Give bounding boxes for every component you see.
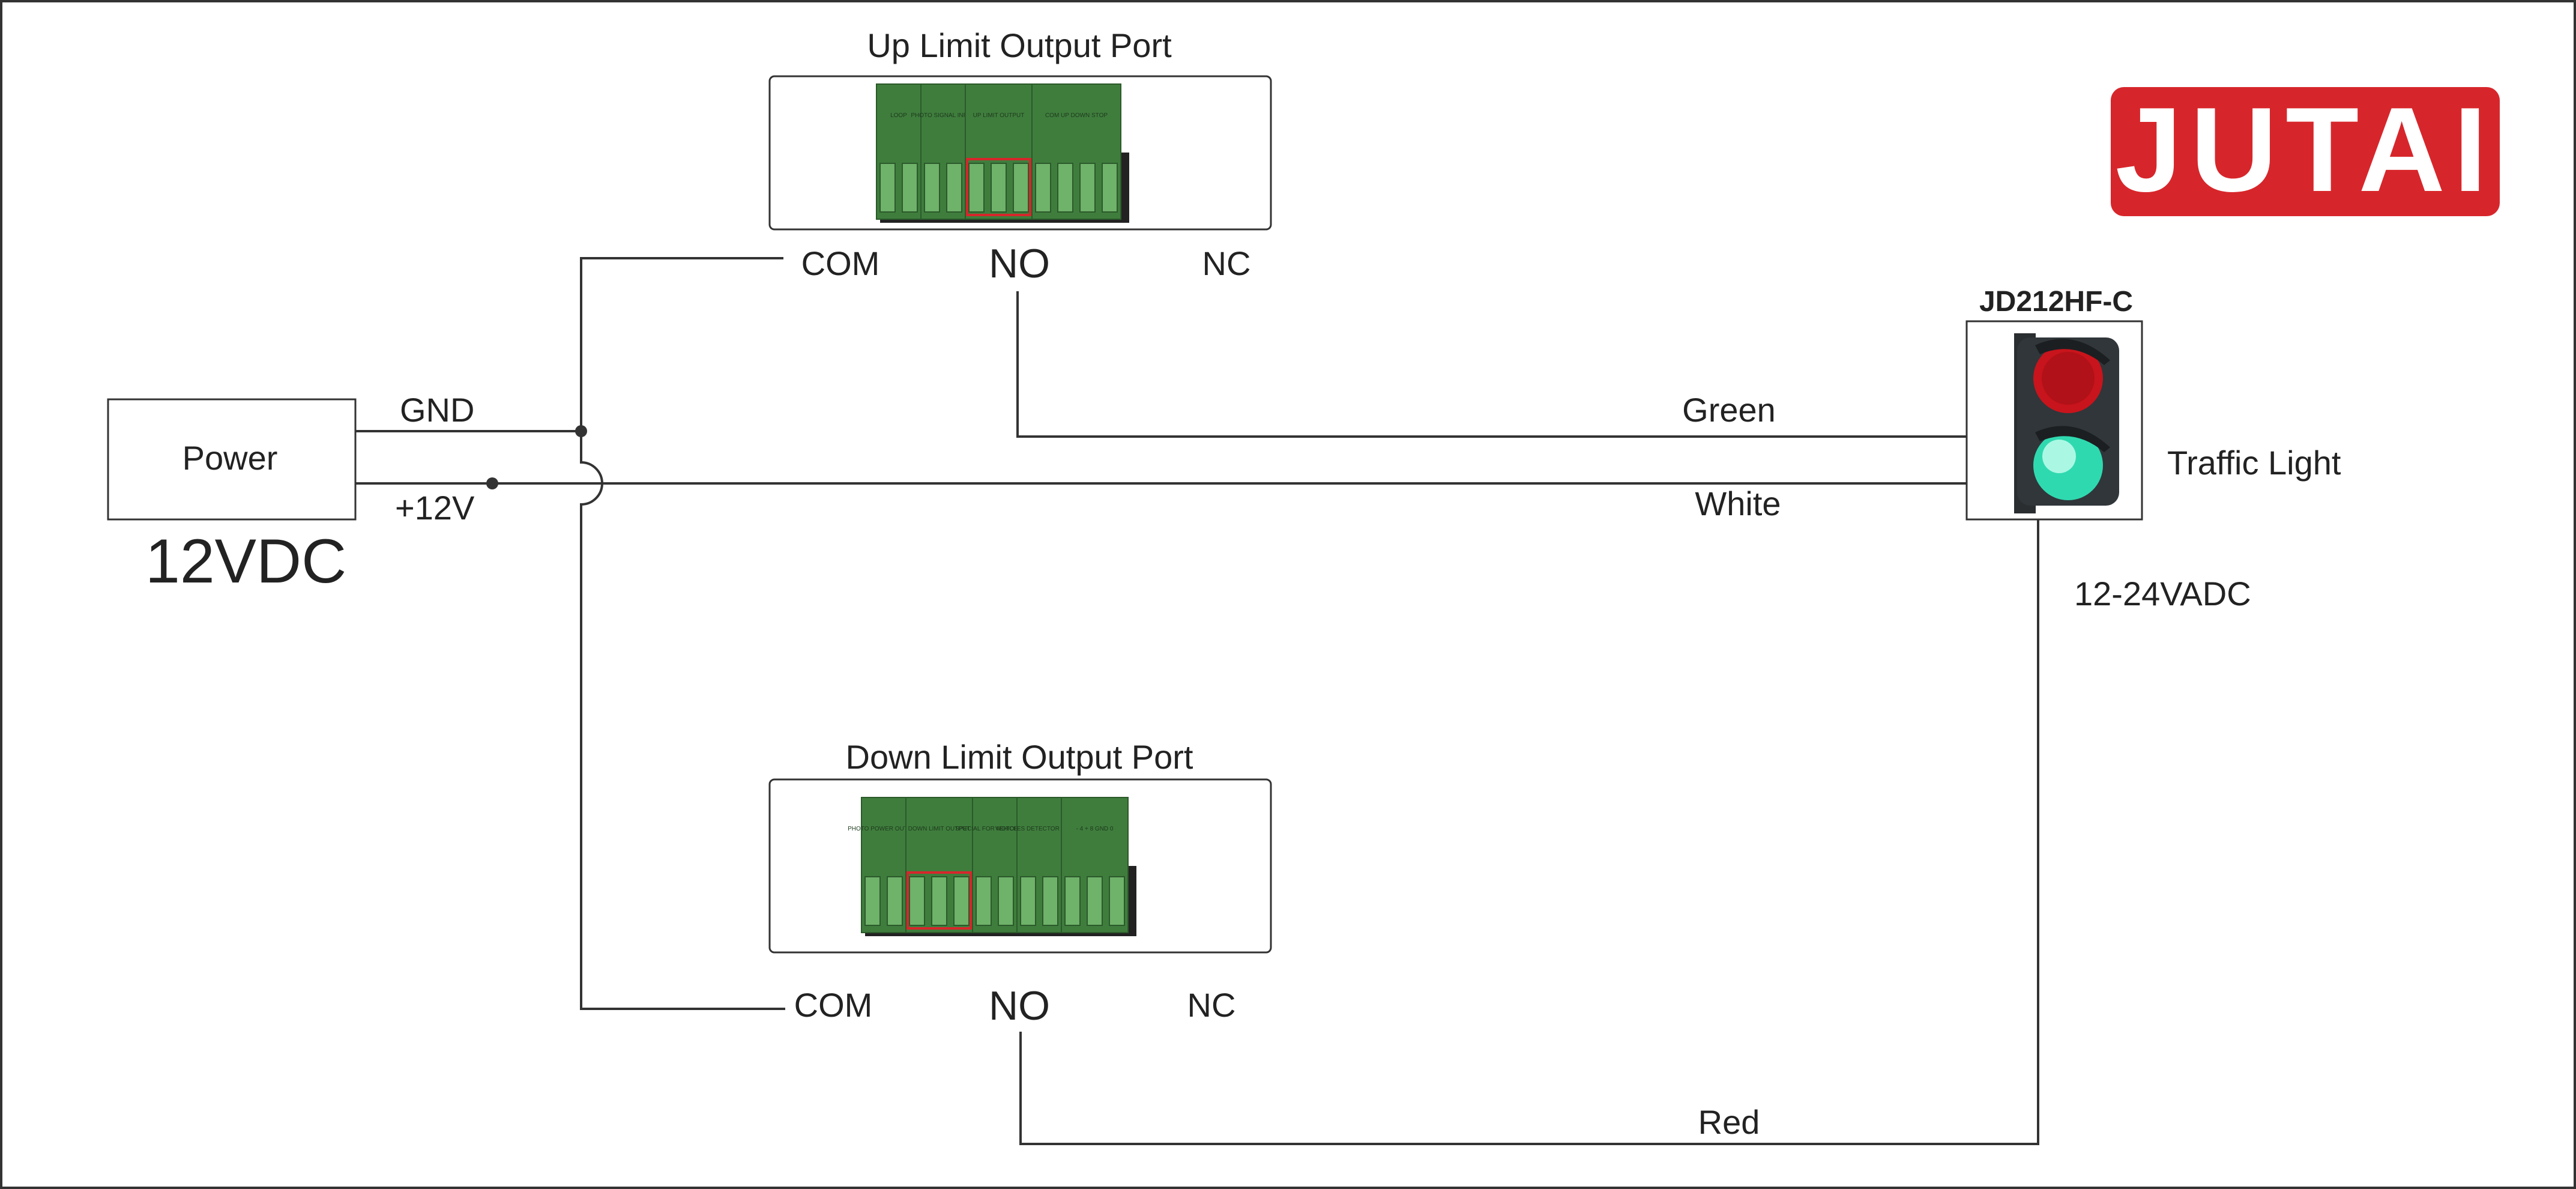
traffic-light-voltage: 12-24VADC <box>2074 575 2251 613</box>
gnd-to-down-com-wire <box>580 431 785 1010</box>
terminal-section-label: UP LIMIT OUTPUT <box>973 112 1025 119</box>
terminal-pin <box>1035 163 1051 213</box>
red-wire-label: Red <box>1698 1103 1760 1141</box>
down-no-label: NO <box>989 983 1050 1029</box>
terminal-pin <box>902 163 918 213</box>
terminal-pin <box>991 163 1007 213</box>
terminal-pin <box>1109 876 1125 926</box>
traffic-light-label: Traffic Light <box>2167 444 2341 482</box>
traffic-light-model: JD212HF-C <box>1979 286 2133 318</box>
terminal-pin <box>864 876 881 926</box>
green-lamp-visor <box>2035 426 2110 452</box>
terminal-section-label: COM UP DOWN STOP <box>1045 112 1108 119</box>
terminal-section-label: DOWN LIMIT OUTPUT <box>908 826 971 832</box>
terminal-pin <box>909 876 925 926</box>
green-lamp-glare <box>2042 440 2076 473</box>
power-box <box>107 398 357 521</box>
terminal-pin <box>953 876 970 926</box>
terminal-section-label: LOOP <box>890 112 907 119</box>
terminal-section-label: VEHICLES DETECTOR SIGNAL <box>995 826 1084 832</box>
terminal-section-label: PHOTO POWER OUTPUT <box>848 826 920 832</box>
terminal-pin <box>1013 163 1029 213</box>
plus-12v-label: +12V <box>395 489 475 527</box>
traffic-light: JD212HF-C Traffic Light 12-24VADC <box>1965 286 2341 613</box>
terminal-pin <box>1064 876 1081 926</box>
logo-background <box>2111 87 2500 216</box>
terminal-pin <box>1087 876 1103 926</box>
terminal-pin <box>1042 876 1058 926</box>
terminal-pin <box>887 876 903 926</box>
up-com-label: COM <box>801 244 880 282</box>
down-limit-port: Down Limit Output Port PHOTO POWER OUTPU… <box>768 738 1272 1029</box>
terminal-pin <box>946 163 962 213</box>
terminal-pin <box>1102 163 1118 213</box>
terminal-section-label: SPECIAL FOR MOTORFACE <box>955 826 1034 832</box>
green-wire-label: Green <box>1682 391 1776 429</box>
red-lamp-inner <box>2042 352 2095 405</box>
highlighted-terminal <box>906 871 972 930</box>
terminal-pin <box>924 163 940 213</box>
down-com-label: COM <box>794 986 873 1024</box>
gnd-junction-dot <box>575 425 587 437</box>
red-lamp-visor <box>2035 339 2110 365</box>
down-port-title: Down Limit Output Port <box>846 738 1193 776</box>
terminal-pin <box>1057 163 1073 213</box>
up-port-title: Up Limit Output Port <box>867 26 1172 64</box>
terminal-pin <box>1020 876 1036 926</box>
terminal-pin <box>968 163 985 213</box>
terminal-section-label: - 4 + 8 GND 0 <box>1076 826 1114 832</box>
white-wire-label: White <box>1695 485 1781 522</box>
plus-12v-junction-dot <box>486 477 498 489</box>
up-no-label: NO <box>989 241 1050 286</box>
gnd-label: GND <box>400 391 474 429</box>
down-nc-label: NC <box>1187 986 1236 1024</box>
terminal-pin <box>976 876 992 926</box>
terminal-pin <box>1079 163 1096 213</box>
up-limit-port: Up Limit Output Port LOOP PHOTO SIGNAL IN… <box>768 26 1272 286</box>
highlighted-terminal <box>966 158 1031 216</box>
power-label: Power <box>182 439 278 477</box>
logo-text: JUTAI <box>2116 83 2496 217</box>
terminal-pin <box>879 163 896 213</box>
terminal-section-label: PHOTO SIGNAL INPUT <box>911 112 975 119</box>
jutai-logo: JUTAI <box>2111 83 2500 217</box>
power-supply: Power 12VDC GND +12V <box>107 391 475 596</box>
gnd-to-up-com-wire <box>580 257 783 431</box>
power-voltage: 12VDC <box>145 527 346 596</box>
red-wire <box>1019 519 2039 1145</box>
wires <box>355 257 2039 1145</box>
green-wire <box>1016 291 1967 438</box>
terminal-pin <box>998 876 1014 926</box>
terminal-pin <box>931 876 947 926</box>
up-nc-label: NC <box>1202 244 1251 282</box>
